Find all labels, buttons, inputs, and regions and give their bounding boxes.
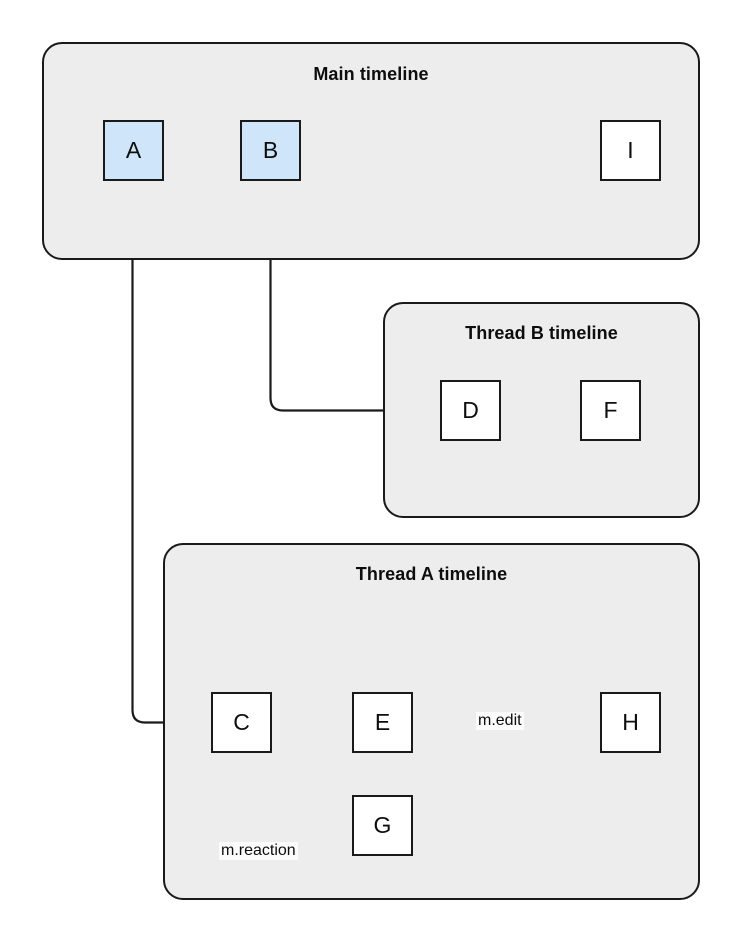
node-I[interactable]: I	[600, 120, 661, 181]
edge-label-m-edit: m.edit	[476, 712, 524, 731]
group-title-thread-a-timeline: Thread A timeline	[355, 564, 508, 584]
node-F-label: F	[603, 397, 618, 423]
node-C[interactable]: C	[211, 692, 272, 753]
edge-label-m-reaction: m.reaction	[219, 842, 298, 861]
node-B[interactable]: B	[240, 120, 301, 181]
node-D[interactable]: D	[440, 380, 501, 441]
node-E[interactable]: E	[352, 692, 413, 753]
node-G[interactable]: G	[352, 795, 413, 856]
node-G-label: G	[373, 812, 392, 838]
node-A-label: A	[125, 137, 142, 163]
node-F[interactable]: F	[580, 380, 641, 441]
edge-C-A	[125, 191, 211, 724]
node-I-label: I	[627, 137, 634, 163]
node-C-label: C	[233, 709, 250, 735]
node-E-label: E	[374, 709, 391, 735]
edge-D-B	[263, 191, 440, 412]
node-D-label: D	[462, 397, 479, 423]
node-A[interactable]: A	[103, 120, 164, 181]
node-B-label: B	[262, 137, 279, 163]
group-title-thread-b-timeline: Thread B timeline	[465, 323, 618, 343]
node-H[interactable]: H	[600, 692, 661, 753]
node-H-label: H	[622, 709, 639, 735]
group-thread-b-timeline: Thread B timeline	[383, 302, 700, 518]
group-title-main-timeline: Main timeline	[313, 64, 429, 84]
